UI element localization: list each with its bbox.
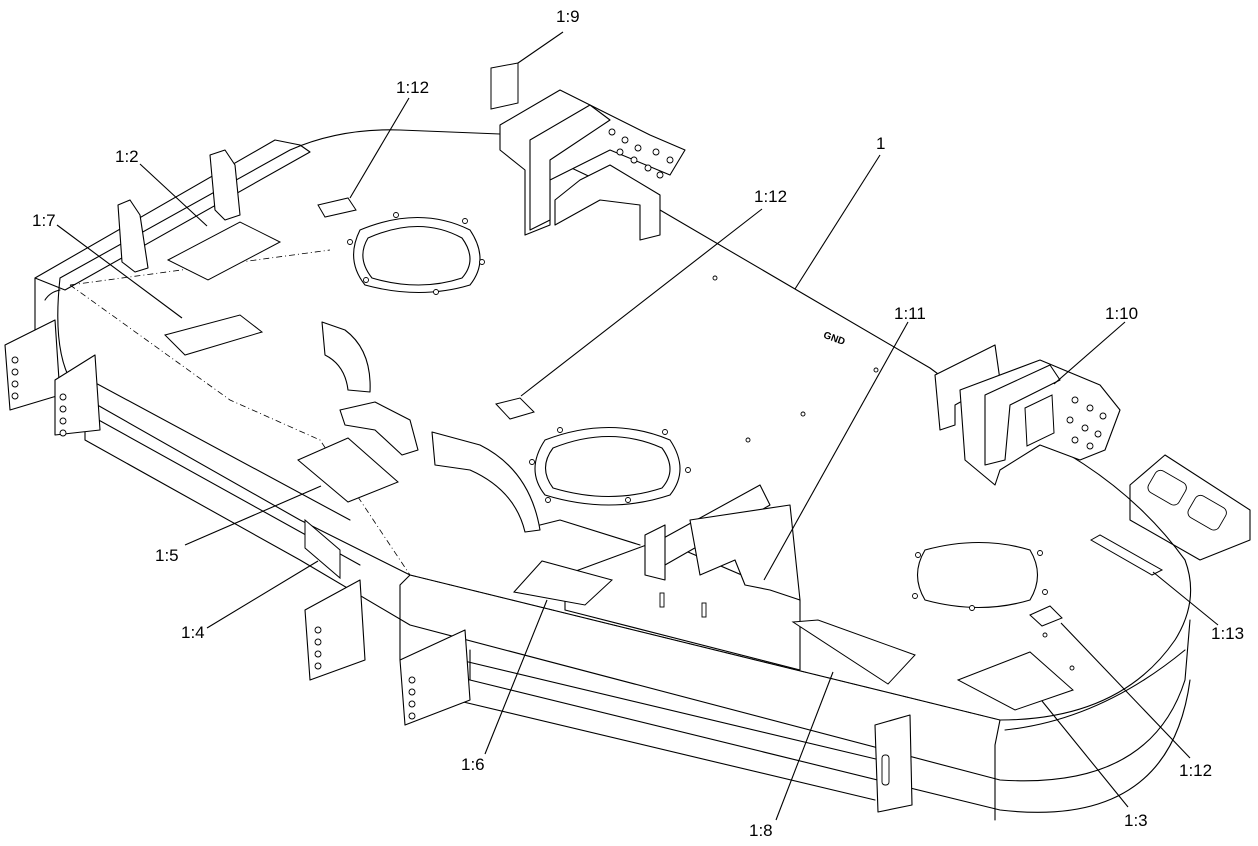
callout-label-1-12-b: 1:12 (754, 187, 787, 206)
decal-1-7 (164, 314, 264, 356)
left-rail (34, 139, 311, 291)
callout-label-1-3: 1:3 (1124, 811, 1148, 830)
left-uprights (117, 149, 241, 273)
decal-1-12-b (495, 397, 535, 420)
baffles (321, 321, 641, 546)
decal-1-5 (297, 437, 399, 503)
leader-lines (56, 31, 1219, 821)
decal-1-12-c (1029, 605, 1063, 627)
callout-label-1-10: 1:10 (1105, 304, 1138, 323)
callout-label-1-2: 1:2 (115, 147, 139, 166)
decal-1-8 (791, 619, 916, 685)
callout-label-1-12-a: 1:12 (396, 78, 429, 97)
spindle-opening-left (353, 217, 481, 293)
rear-hitch-left (499, 89, 686, 241)
callout-label-1-7: 1:7 (32, 211, 56, 230)
callout-label-1-8: 1:8 (749, 821, 773, 840)
decals (164, 62, 1164, 711)
spindle-opening-right (916, 542, 1039, 608)
decal-1-3 (956, 651, 1074, 711)
spindle-openings (347, 212, 1075, 671)
decal-1-2 (166, 221, 282, 281)
callout-label-1-6: 1:6 (461, 755, 485, 774)
callout-label-1-5: 1:5 (155, 546, 179, 565)
decal-1-4 (304, 518, 341, 580)
callout-label-1-12-c: 1:12 (1179, 761, 1212, 780)
spindle-opening-center (534, 426, 681, 506)
callout-label-1-11: 1:11 (894, 304, 926, 323)
center-bracket (564, 484, 801, 671)
callout-label-1-13: 1:13 (1211, 624, 1244, 643)
decal-1-12-a (317, 197, 357, 218)
decal-1-13 (1089, 534, 1164, 576)
decal-1-6 (513, 560, 614, 606)
deck-stamp: GND (822, 330, 847, 348)
callout-label-1: 1 (876, 134, 885, 153)
callout-labels: 1:9 1:12 1:2 1:7 1 1:12 1:11 1:10 1:5 1:… (32, 7, 1244, 840)
callout-label-1-4: 1:4 (181, 623, 205, 642)
callout-label-1-9: 1:9 (556, 7, 580, 26)
decal-1-10 (1024, 394, 1055, 447)
decal-1-9 (490, 62, 519, 110)
height-adjust-arms (4, 319, 913, 813)
